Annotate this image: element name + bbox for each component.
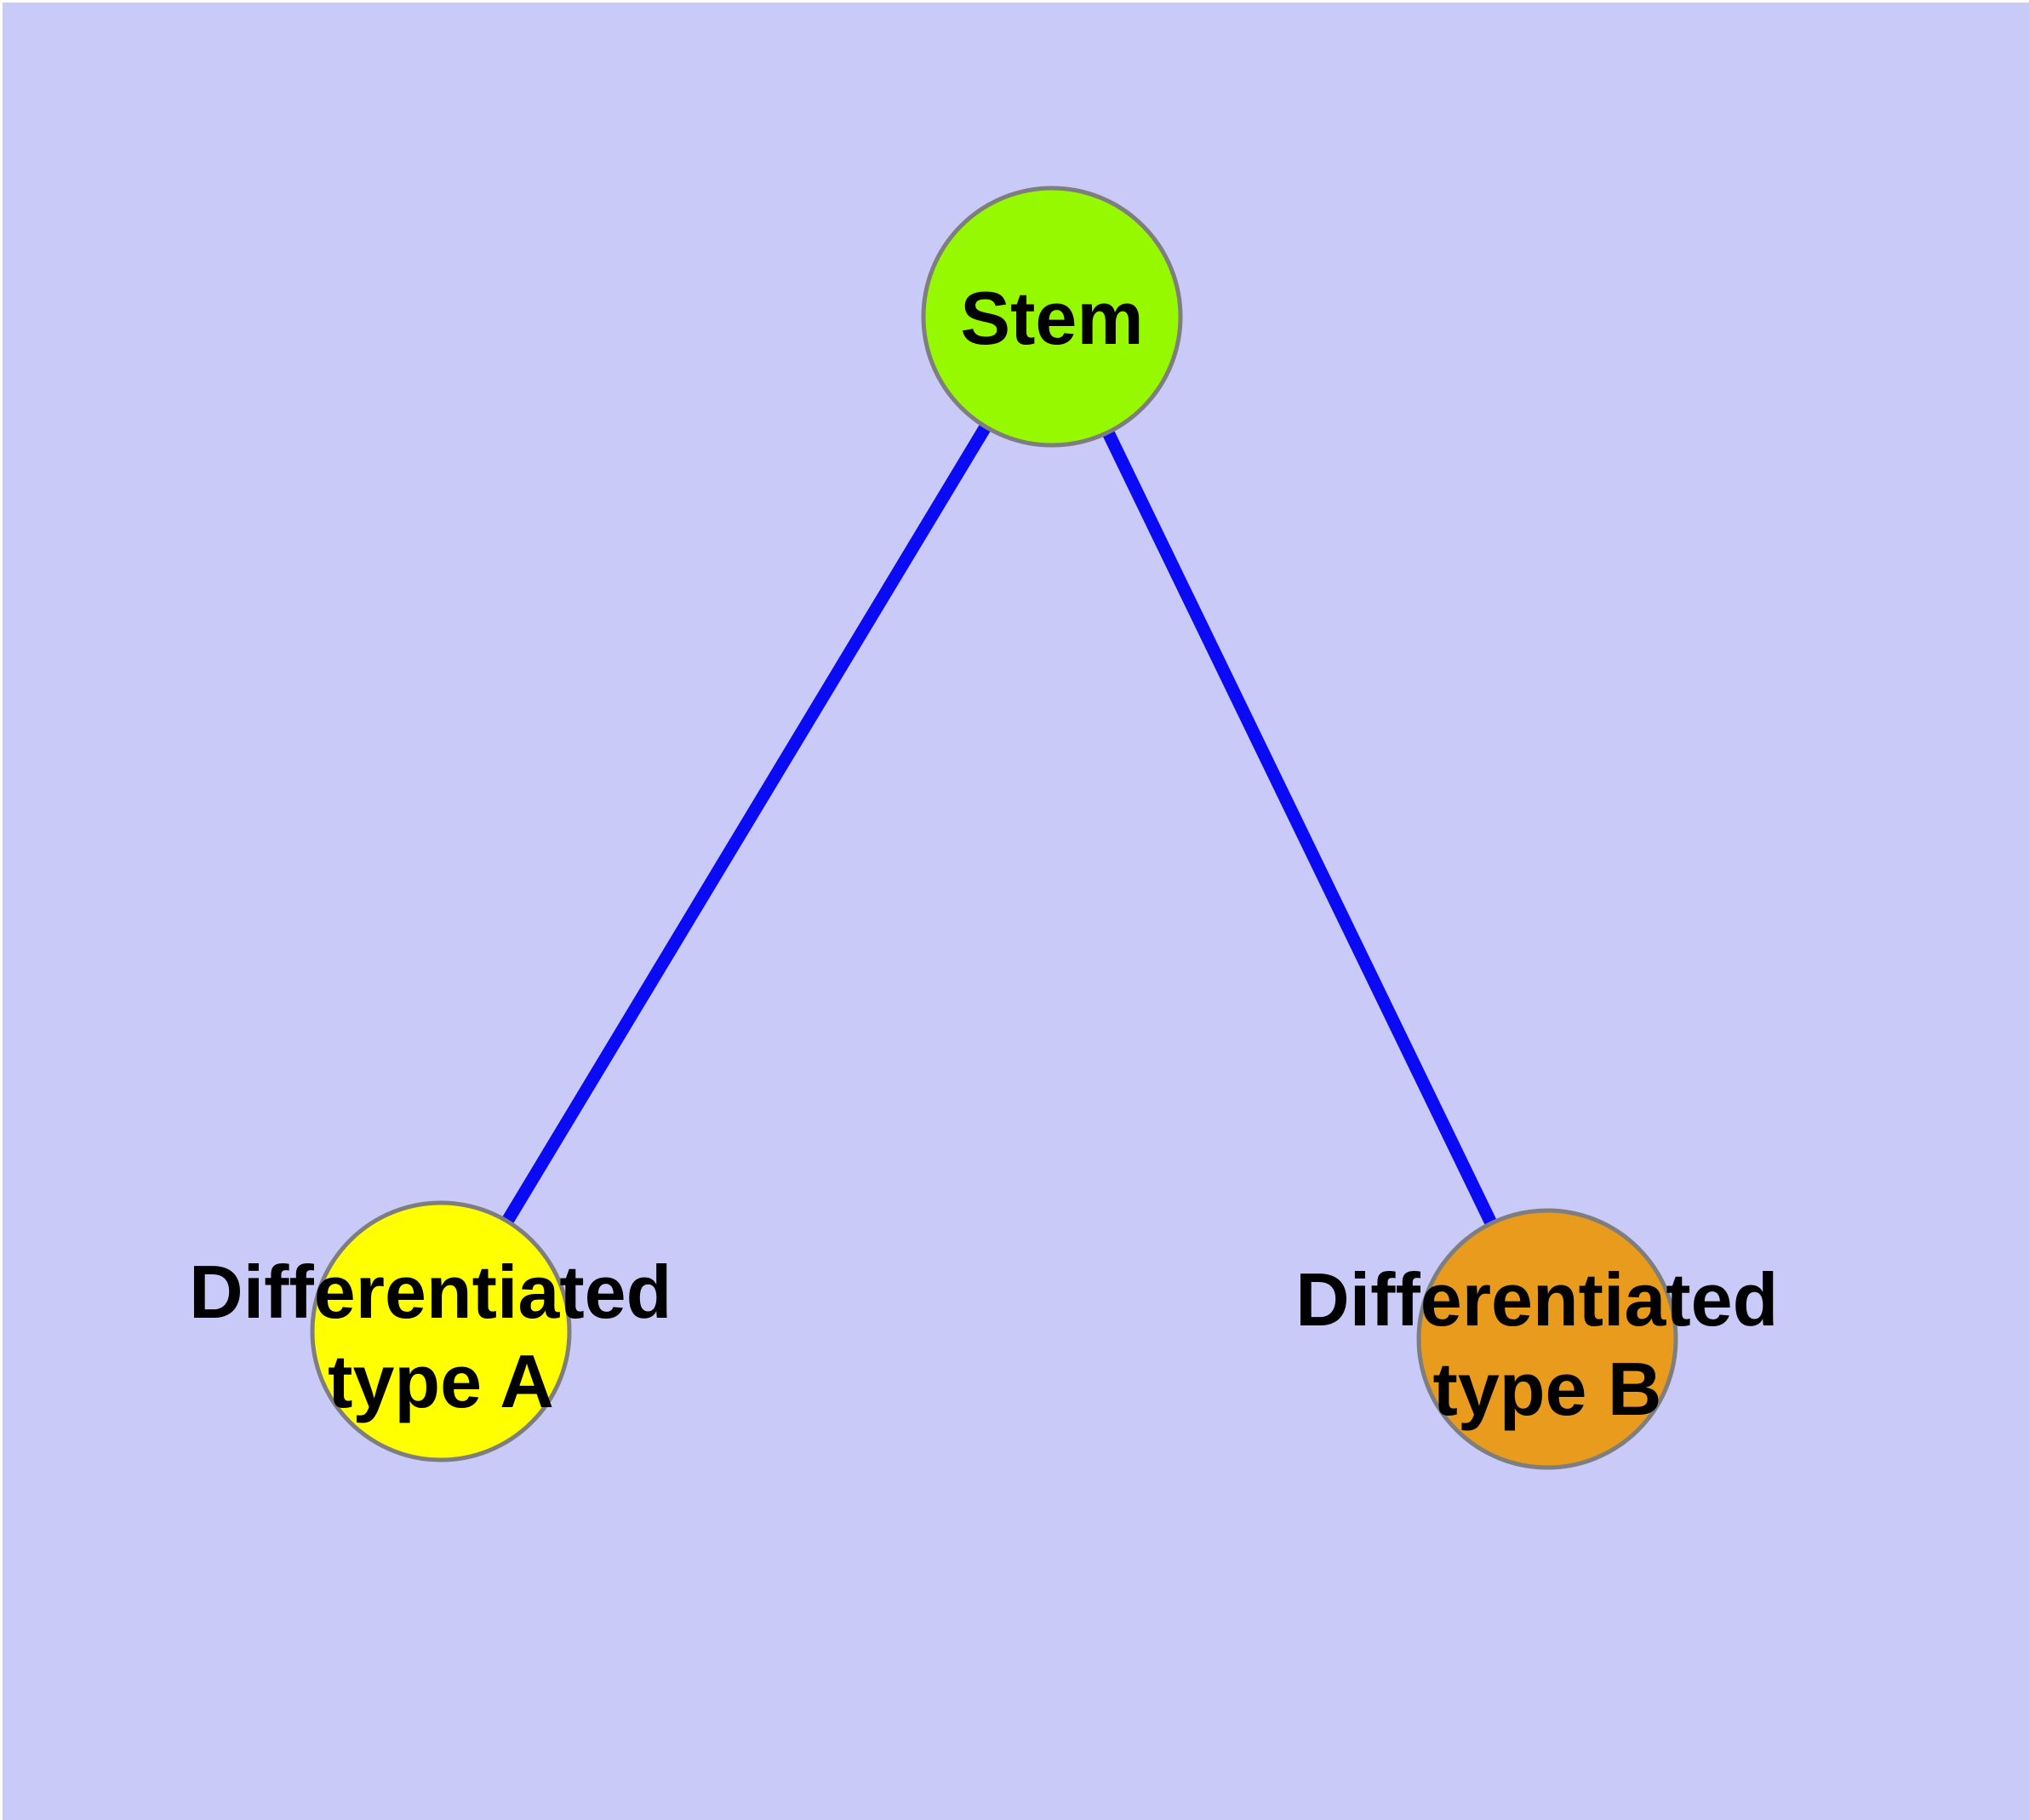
node-label-stem: Stem [960,276,1143,360]
edge-stem-to-type-a [435,313,1058,1335]
label-line: Differentiated [189,1250,672,1334]
label-line: type B [1433,1347,1662,1431]
node-label-differentiated-type-a: Differentiated type A [189,1250,693,1423]
node-stem [921,186,1183,448]
label-line: Differentiated [1295,1257,1778,1342]
edge-stem-to-type-b [1046,313,1553,1342]
label-line: type A [328,1339,554,1423]
node-label-differentiated-type-b: Differentiated type B [1295,1257,1799,1431]
node-differentiated-type-b [1416,1208,1678,1470]
node-differentiated-type-a [310,1200,572,1462]
